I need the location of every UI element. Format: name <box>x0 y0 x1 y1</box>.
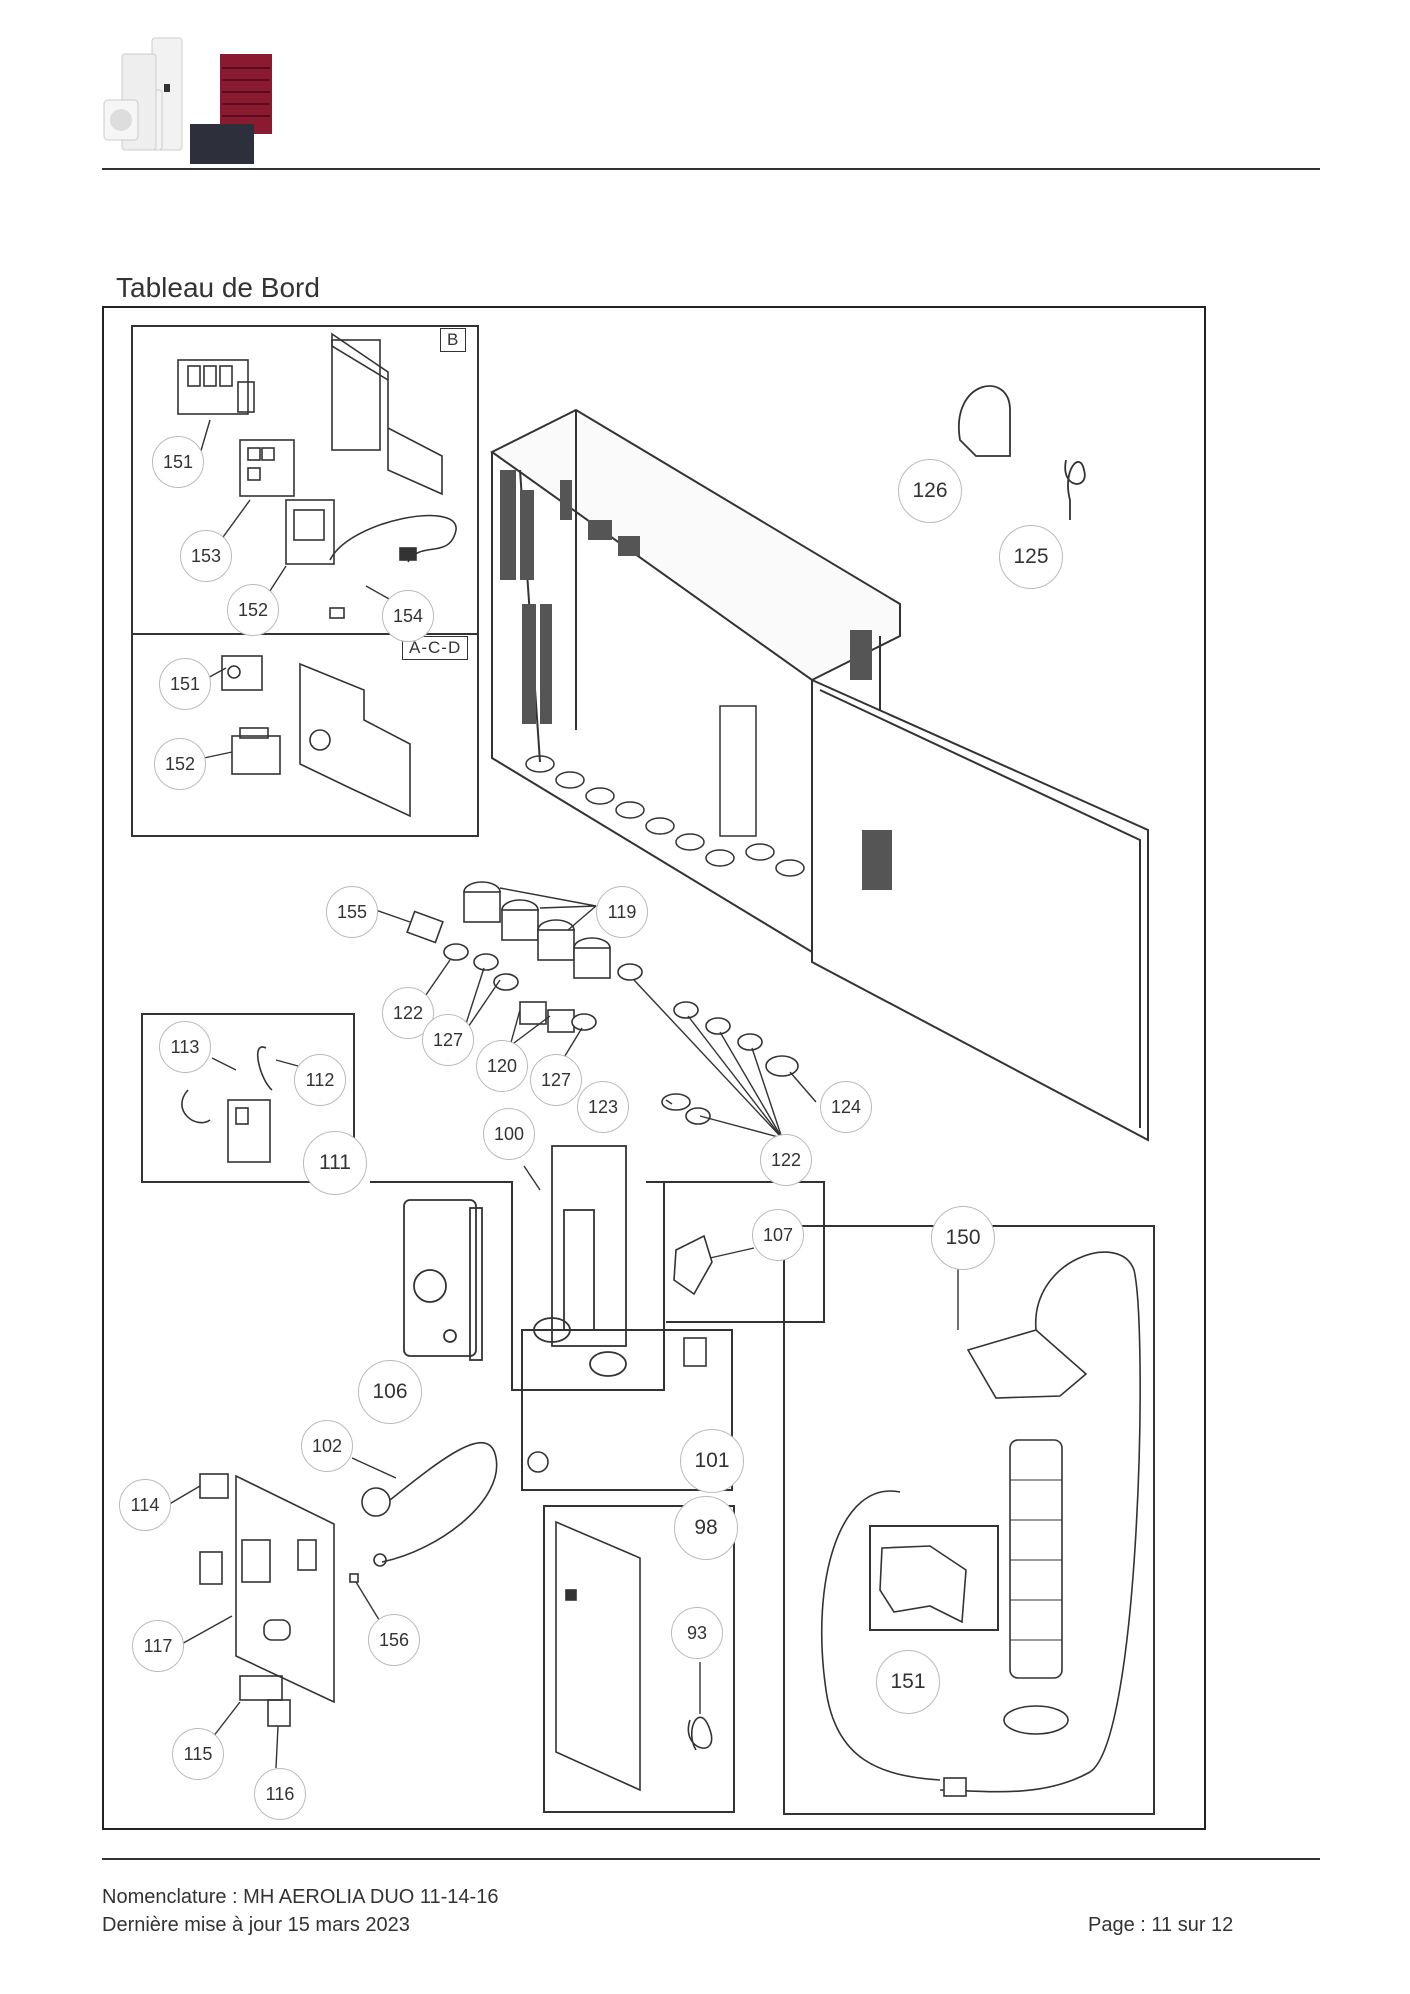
footer-updated: Dernière mise à jour 15 mars 2023 <box>102 1914 410 1936</box>
footer-rule <box>102 1858 1320 1860</box>
callout-154: 154 <box>382 590 434 642</box>
section-title: Tableau de Bord <box>116 272 320 303</box>
header-rule <box>102 168 1320 170</box>
inset-107-box <box>646 1181 825 1323</box>
part-150 <box>820 1251 1141 1797</box>
parts-98-93 <box>555 1520 713 1792</box>
callout-114: 114 <box>119 1479 171 1531</box>
parts-106-100 <box>403 1145 627 1377</box>
callout-124: 124 <box>820 1081 872 1133</box>
inset-b-parts <box>177 332 457 619</box>
callout-93: 93 <box>671 1607 723 1659</box>
footer-nomenclature: Nomenclature : MH AEROLIA DUO 11-14-16 <box>102 1886 499 1908</box>
parts-107-101-102 <box>361 1234 713 1567</box>
product-logo <box>102 34 274 168</box>
callout-156: 156 <box>368 1614 420 1666</box>
callout-100: 100 <box>483 1108 535 1160</box>
inset-98-box <box>543 1505 735 1813</box>
variant-label-b: B <box>440 328 467 352</box>
callout-122-b: 122 <box>760 1134 812 1186</box>
callout-120: 120 <box>476 1040 528 1092</box>
callout-113: 113 <box>159 1021 211 1073</box>
callout-125: 125 <box>999 525 1063 589</box>
inset-151-box <box>869 1525 999 1631</box>
callout-107: 107 <box>752 1209 804 1261</box>
callout-119: 119 <box>596 886 648 938</box>
inset-150-box <box>783 1225 1155 1815</box>
footer-page: Page : 11 sur 12 <box>1088 1914 1234 1936</box>
callout-151-acd: 151 <box>159 658 211 710</box>
inset-111-parts <box>181 1046 273 1163</box>
cable-glands <box>406 881 799 1125</box>
callout-152-b: 152 <box>227 584 279 636</box>
callout-112: 112 <box>294 1054 346 1106</box>
callout-155: 155 <box>326 886 378 938</box>
callout-101: 101 <box>680 1429 744 1493</box>
callout-126: 126 <box>898 459 962 523</box>
callout-152-acd: 152 <box>154 738 206 790</box>
callout-127-b: 127 <box>530 1054 582 1106</box>
callout-115: 115 <box>172 1728 224 1780</box>
callout-153: 153 <box>180 530 232 582</box>
diagram-frame <box>102 306 1206 1830</box>
callout-151-b: 151 <box>152 436 204 488</box>
callout-151-heater: 151 <box>876 1650 940 1714</box>
callout-123: 123 <box>577 1081 629 1133</box>
inset-111-box <box>141 1013 355 1183</box>
inset-acd-parts <box>221 655 411 818</box>
callout-117: 117 <box>132 1620 184 1672</box>
callout-150: 150 <box>931 1206 995 1270</box>
cabinet <box>490 408 1149 1142</box>
callout-98: 98 <box>674 1496 738 1560</box>
callout-106: 106 <box>358 1360 422 1424</box>
inset-acd-box <box>131 633 479 837</box>
callout-111: 111 <box>303 1131 367 1195</box>
parts-126-125 <box>957 385 1086 520</box>
board-117 <box>199 1473 359 1727</box>
callout-102: 102 <box>301 1420 353 1472</box>
callout-116: 116 <box>254 1768 306 1820</box>
callout-127-a: 127 <box>422 1014 474 1066</box>
